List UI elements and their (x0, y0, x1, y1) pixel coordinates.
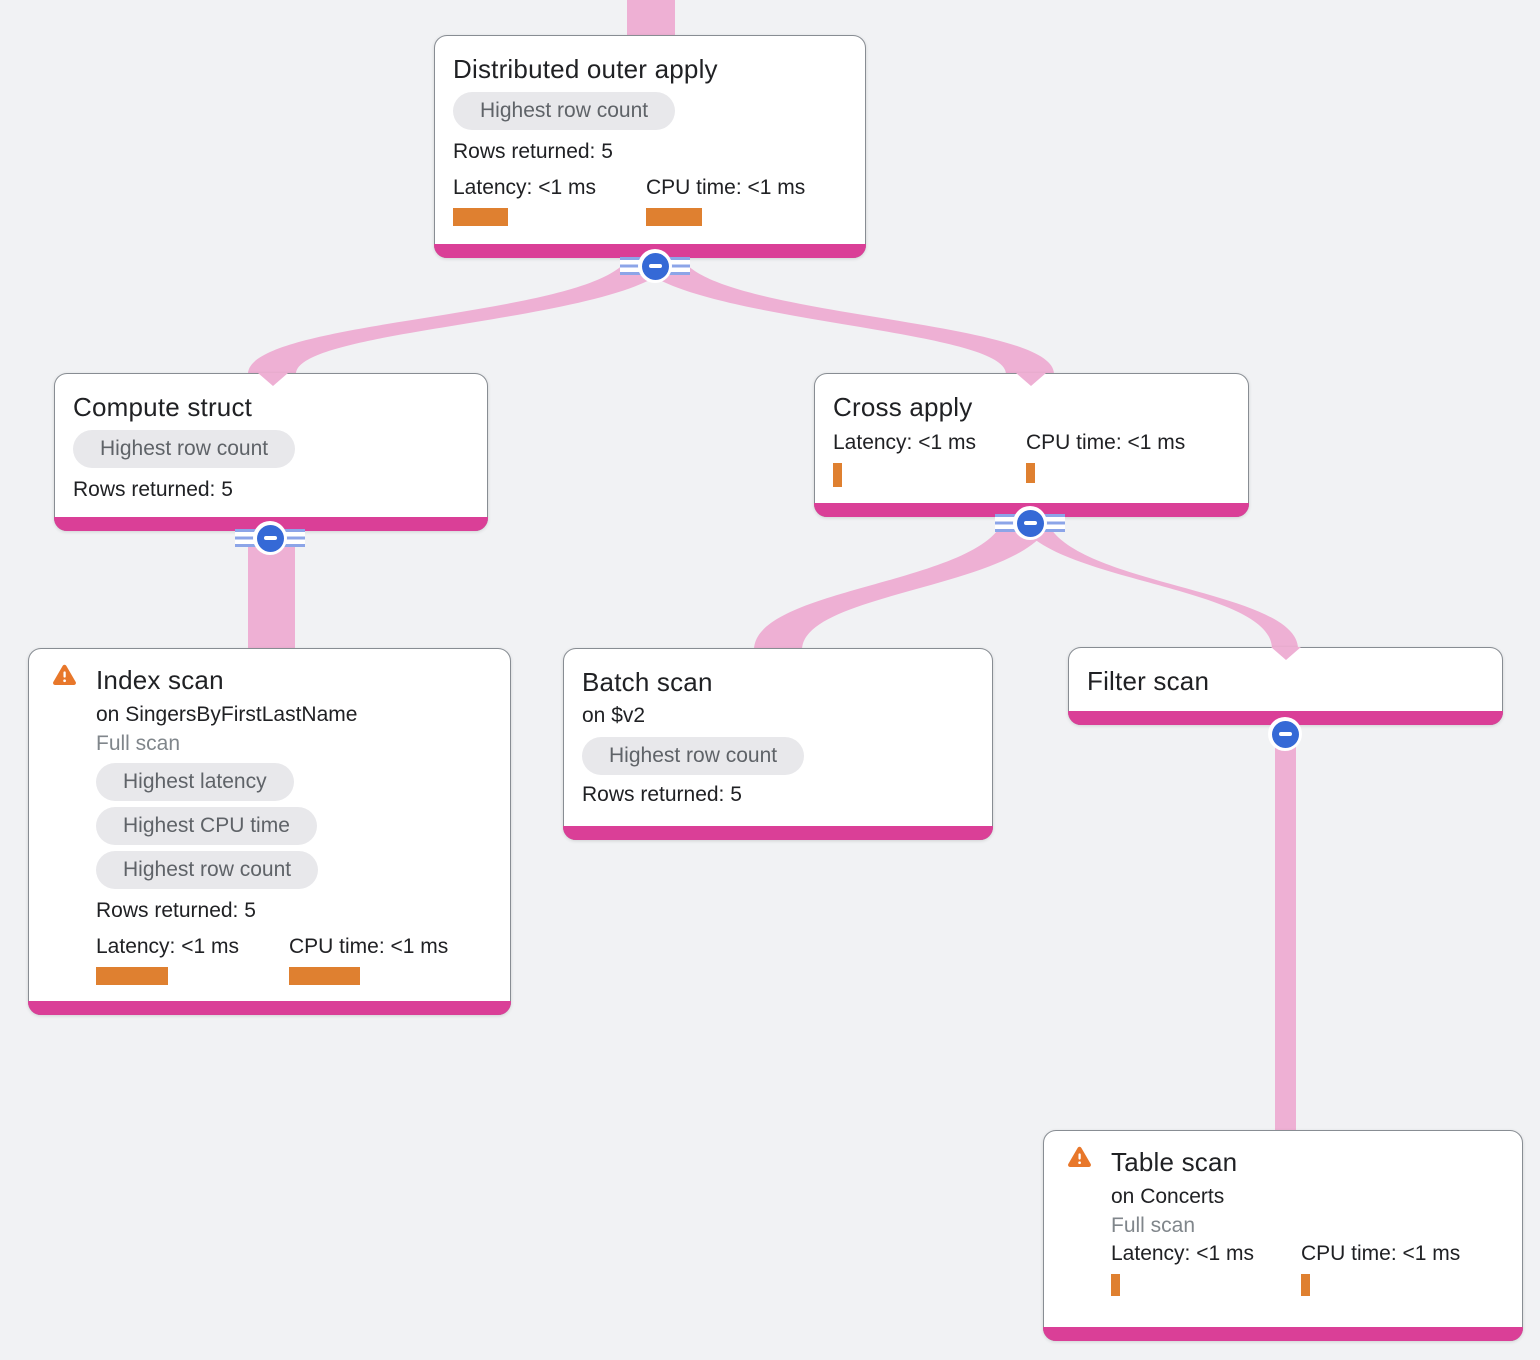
edge-arrow-notch (1016, 373, 1046, 386)
plan-node-table-scan[interactable]: Table scan on Concerts Full scan Latency… (1043, 1130, 1523, 1341)
plan-node-cross-apply[interactable]: Cross apply Latency: <1 ms CPU time: <1 … (814, 373, 1249, 517)
warning-icon (1067, 1146, 1092, 1174)
rows-returned-text: Rows returned: 5 (582, 783, 742, 806)
minus-icon (648, 264, 662, 268)
metrics-row: Latency: <1 ms CPU time: <1 ms (96, 934, 492, 985)
latency-metric: Latency: <1 ms (96, 934, 289, 985)
cpu-time-bar (1301, 1274, 1310, 1296)
cpu-time-bar (289, 967, 360, 985)
cpu-time-metric: CPU time: <1 ms (1301, 1241, 1504, 1296)
plan-node-filter-scan[interactable]: Filter scan (1068, 647, 1503, 725)
rows-returned-text: Rows returned: 5 (73, 478, 233, 501)
edge-distributed-outer-apply-to-compute-struct (248, 248, 679, 374)
plan-node-batch-scan[interactable]: Batch scan on $v2 Highest row count Rows… (563, 648, 993, 840)
cpu-time-label: CPU time: <1 ms (646, 176, 806, 199)
latency-metric: Latency: <1 ms (833, 430, 1026, 487)
highest-latency-badge: Highest latency (96, 763, 294, 801)
cpu-time-bar (646, 208, 702, 226)
node-title: Cross apply (833, 392, 973, 422)
node-subtitle: on Concerts (1111, 1185, 1225, 1208)
node-title: Distributed outer apply (453, 54, 718, 84)
collapse-button[interactable] (1268, 717, 1302, 751)
node-title: Batch scan (582, 667, 713, 697)
cpu-time-metric: CPU time: <1 ms (646, 175, 847, 226)
metrics-row: Latency: <1 ms CPU time: <1 ms (453, 175, 847, 226)
plan-node-compute-struct[interactable]: Compute struct Highest row count Rows re… (54, 373, 488, 531)
rows-returned-text: Rows returned: 5 (96, 899, 256, 922)
latency-label: Latency: <1 ms (453, 176, 596, 199)
node-bottom-bar (28, 1001, 511, 1015)
warning-icon (52, 664, 77, 692)
metrics-row: Latency: <1 ms CPU time: <1 ms (1111, 1241, 1504, 1296)
node-title: Index scan (96, 665, 224, 695)
metrics-row: Latency: <1 ms CPU time: <1 ms (833, 430, 1230, 487)
minus-icon (1023, 521, 1037, 525)
edge-distributed-outer-apply-to-cross-apply (631, 248, 1054, 374)
cpu-time-bar (1026, 463, 1035, 483)
cpu-time-metric: CPU time: <1 ms (1026, 430, 1230, 487)
latency-bar (833, 463, 842, 487)
latency-bar (453, 208, 508, 226)
rows-returned-text: Rows returned: 5 (453, 140, 613, 163)
node-bottom-bar (563, 826, 993, 840)
collapse-button-circle (1016, 509, 1044, 537)
cpu-time-label: CPU time: <1 ms (289, 935, 449, 958)
edge-arrow-notch (1271, 647, 1301, 660)
node-title: Filter scan (1087, 666, 1210, 696)
collapse-button-circle (641, 252, 669, 280)
plan-node-distributed-outer-apply[interactable]: Distributed outer apply Highest row coun… (434, 35, 866, 258)
scan-type-text: Full scan (1111, 1214, 1196, 1237)
highest-row-count-badge: Highest row count (453, 92, 676, 130)
collapse-button-circle (1271, 720, 1299, 748)
edge-filter-scan-to-table-scan (1275, 718, 1296, 1134)
highest-row-count-badge: Highest row count (73, 430, 296, 468)
node-subtitle: on $v2 (582, 704, 646, 727)
collapse-button[interactable] (1013, 506, 1047, 540)
minus-icon (263, 536, 277, 540)
latency-label: Latency: <1 ms (96, 935, 239, 958)
latency-label: Latency: <1 ms (1111, 1242, 1254, 1265)
edge-arrow-notch (258, 373, 288, 386)
collapse-button-circle (256, 524, 284, 552)
edge-compute-struct-to-index-scan (248, 522, 295, 651)
latency-bar (96, 967, 168, 985)
latency-metric: Latency: <1 ms (453, 175, 646, 226)
collapse-button[interactable] (253, 521, 287, 555)
latency-bar (1111, 1274, 1120, 1296)
node-subtitle: on SingersByFirstLastName (96, 703, 358, 726)
cpu-time-label: CPU time: <1 ms (1301, 1242, 1461, 1265)
highest-row-count-badge: Highest row count (582, 737, 805, 775)
cpu-time-label: CPU time: <1 ms (1026, 431, 1186, 454)
cpu-time-metric: CPU time: <1 ms (289, 934, 492, 985)
edge-cross-apply-to-batch-scan (754, 508, 1054, 650)
latency-label: Latency: <1 ms (833, 431, 976, 454)
node-title: Table scan (1111, 1147, 1238, 1177)
scan-type-text: Full scan (96, 732, 181, 755)
highest-row-count-badge: Highest row count (96, 851, 319, 889)
edge-parent-to-distributed-outer-apply (627, 0, 675, 44)
minus-icon (1278, 732, 1292, 736)
plan-node-index-scan[interactable]: Index scan on SingersByFirstLastName Ful… (28, 648, 511, 1015)
node-bottom-bar (1043, 1327, 1523, 1341)
node-title: Compute struct (73, 392, 253, 422)
collapse-button[interactable] (638, 249, 672, 283)
highest-cpu-time-badge: Highest CPU time (96, 807, 317, 845)
latency-metric: Latency: <1 ms (1111, 1241, 1301, 1296)
